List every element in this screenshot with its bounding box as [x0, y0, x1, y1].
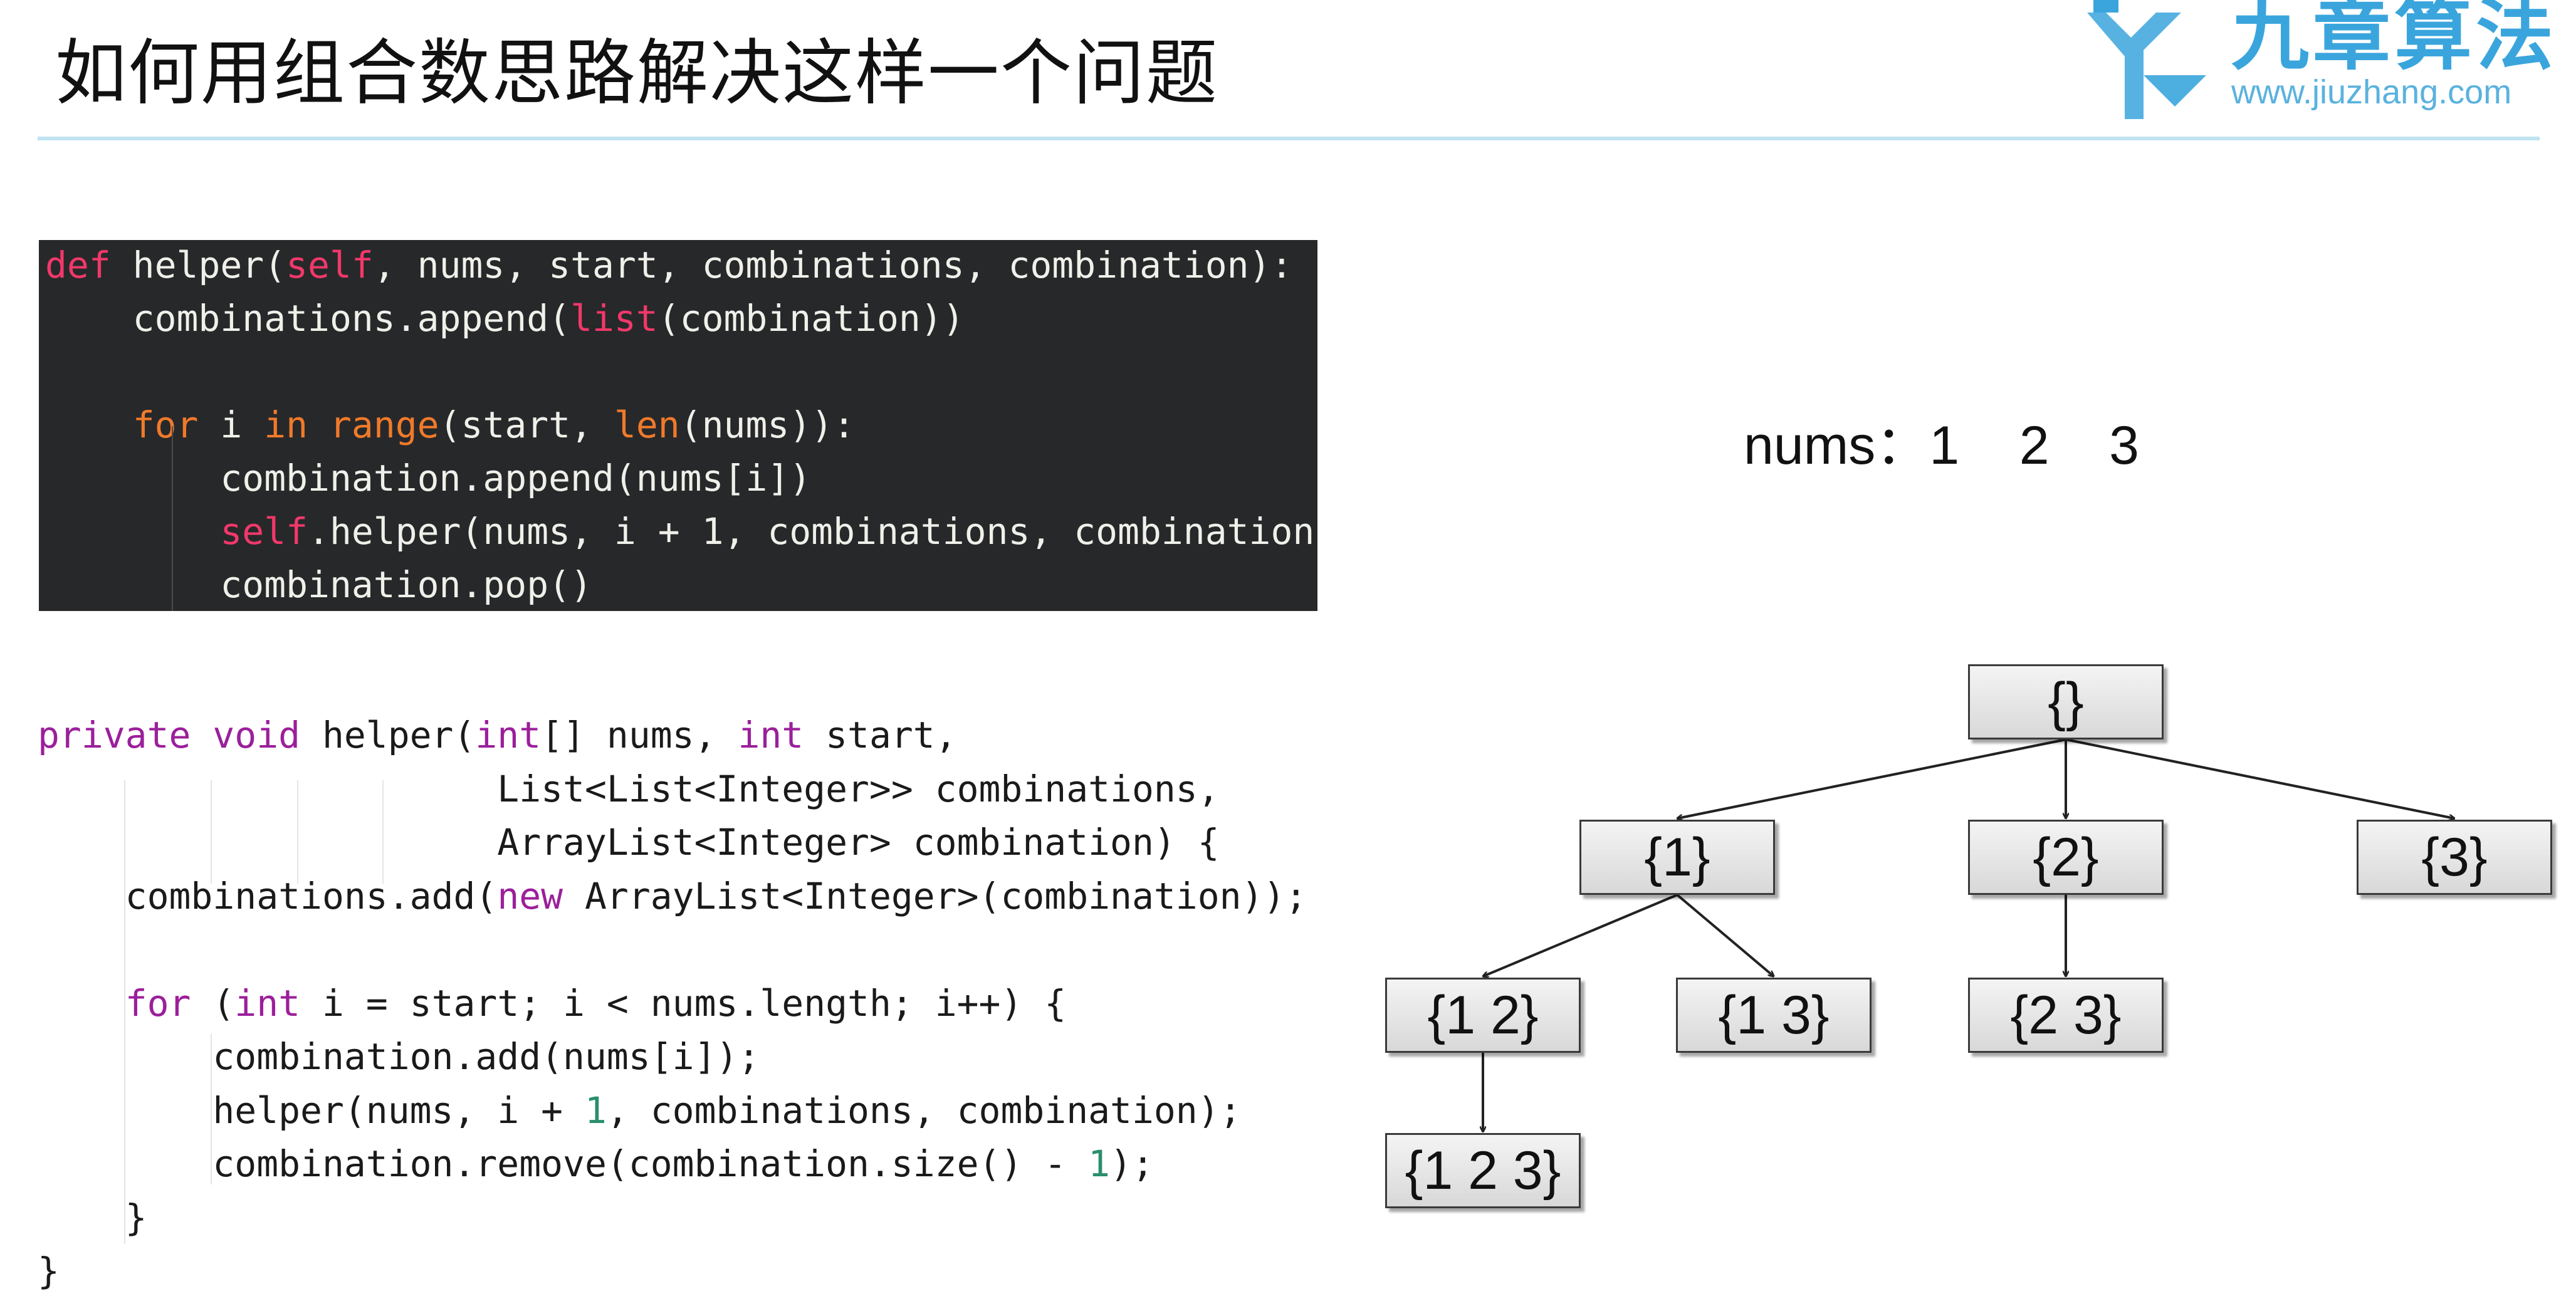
tree-edge-root-n1: [1677, 738, 2066, 818]
header-divider: [38, 137, 2540, 140]
code-line: for i in range(start, len(nums)):: [45, 400, 855, 450]
code-token: def: [45, 244, 111, 286]
code-token: combination.pop(): [45, 563, 592, 606]
code-token: combinations.add(: [38, 874, 498, 917]
code-token: new: [497, 874, 563, 917]
tree-edge-n1-n12: [1483, 894, 1678, 976]
indent-guide: [297, 780, 298, 884]
code-token: i = start; i < nums.length; i++) {: [300, 981, 1067, 1025]
code-token: range: [329, 404, 439, 446]
code-line: List<List<Integer>> combinations,: [38, 764, 1220, 814]
code-line: }: [38, 1246, 60, 1296]
tree-node-n2: {2}: [1968, 820, 2164, 895]
tree-edge-n1-n13: [1676, 894, 1774, 976]
code-token: (start,: [439, 404, 614, 446]
code-token: int: [738, 714, 804, 756]
tree-node-n12: {1 2}: [1385, 978, 1581, 1053]
code-token: len: [614, 404, 680, 446]
code-token: helper(: [300, 714, 476, 756]
code-token: for: [125, 981, 191, 1025]
code-token: [] nums,: [541, 714, 738, 756]
code-line: combinations.append(list(combination)): [45, 293, 965, 343]
indent-guide: [124, 780, 125, 1244]
code-token: ArrayList<Integer> combination) {: [38, 821, 1220, 864]
logo-url: www.jiuzhang.com: [2231, 73, 2512, 111]
code-token: List<List<Integer>> combinations,: [38, 767, 1220, 810]
tree-node-n1: {1}: [1579, 820, 1775, 895]
jiuzhang-logo-icon: [2087, 0, 2206, 119]
code-token: helper(nums, i +: [38, 1089, 585, 1132]
code-token: combination.add(nums[i]);: [38, 1035, 760, 1078]
tree-node-n23: {2 3}: [1968, 978, 2164, 1053]
indent-guide: [211, 780, 212, 884]
code-token: combinations.append(: [45, 297, 571, 340]
python-code-block: def helper(self, nums, start, combinatio…: [39, 240, 1317, 611]
code-token: , nums, start, combinations, combination…: [373, 244, 1293, 286]
code-token: combination.append(nums[i]): [45, 457, 812, 499]
indent-guide: [211, 1034, 212, 1184]
tree-node-root: {}: [1968, 664, 2164, 739]
code-token: self: [286, 244, 374, 286]
code-token: helper(: [110, 244, 286, 286]
code-line: combination.append(nums[i]): [45, 453, 811, 503]
code-line: def helper(self, nums, start, combinatio…: [45, 240, 1292, 290]
code-token: for: [132, 404, 199, 446]
code-line: combination.add(nums[i]);: [38, 1032, 760, 1082]
code-token: combination.remove(combination.size() -: [38, 1142, 1089, 1185]
code-token: (: [191, 981, 235, 1025]
slide-title: 如何用组合数思路解决这样一个问题: [55, 31, 1219, 115]
code-line: private void helper(int[] nums, int star…: [38, 710, 957, 760]
tree-node-n123: {1 2 3}: [1385, 1133, 1581, 1208]
nums-label: nums：1 2 3: [1744, 415, 2139, 476]
code-token: list: [570, 297, 658, 340]
tree-node-n13: {1 3}: [1676, 978, 1872, 1053]
code-token: .helper(nums, i + 1, combinations, combi…: [308, 510, 1317, 553]
tree-edge-root-n3: [2065, 738, 2454, 818]
code-token: in: [264, 404, 308, 446]
code-line: helper(nums, i + 1, combinations, combin…: [38, 1085, 1242, 1136]
code-token: , combinations, combination);: [606, 1089, 1242, 1132]
code-token: self: [220, 510, 308, 553]
code-token: 1: [1088, 1142, 1111, 1185]
indent-guide: [382, 780, 384, 884]
code-token: 1: [584, 1089, 607, 1132]
code-token: (combination)): [657, 297, 965, 340]
code-token: int: [475, 714, 542, 756]
code-token: ArrayList<Integer>(combination));: [563, 874, 1307, 917]
code-line: }: [38, 1193, 147, 1243]
indent-guide: [172, 426, 173, 611]
code-token: }: [38, 1196, 147, 1239]
code-line: combination.remove(combination.size() - …: [38, 1139, 1154, 1189]
code-line: combination.pop(): [45, 560, 592, 610]
logo-name: 九章算法: [2231, 0, 2558, 81]
code-token: int: [234, 981, 301, 1025]
code-token: (nums)):: [679, 404, 856, 446]
tree-node-n3: {3}: [2357, 820, 2552, 895]
code-token: }: [38, 1250, 60, 1292]
code-line: ArrayList<Integer> combination) {: [38, 817, 1220, 867]
code-line: self.helper(nums, i + 1, combinations, c…: [45, 506, 1317, 556]
code-token: i: [198, 404, 264, 446]
code-token: start,: [804, 714, 957, 756]
code-token: );: [1110, 1142, 1154, 1185]
code-line: for (int i = start; i < nums.length; i++…: [38, 978, 1067, 1028]
code-token: private void: [38, 714, 301, 756]
code-line: combinations.add(new ArrayList<Integer>(…: [38, 871, 1307, 921]
